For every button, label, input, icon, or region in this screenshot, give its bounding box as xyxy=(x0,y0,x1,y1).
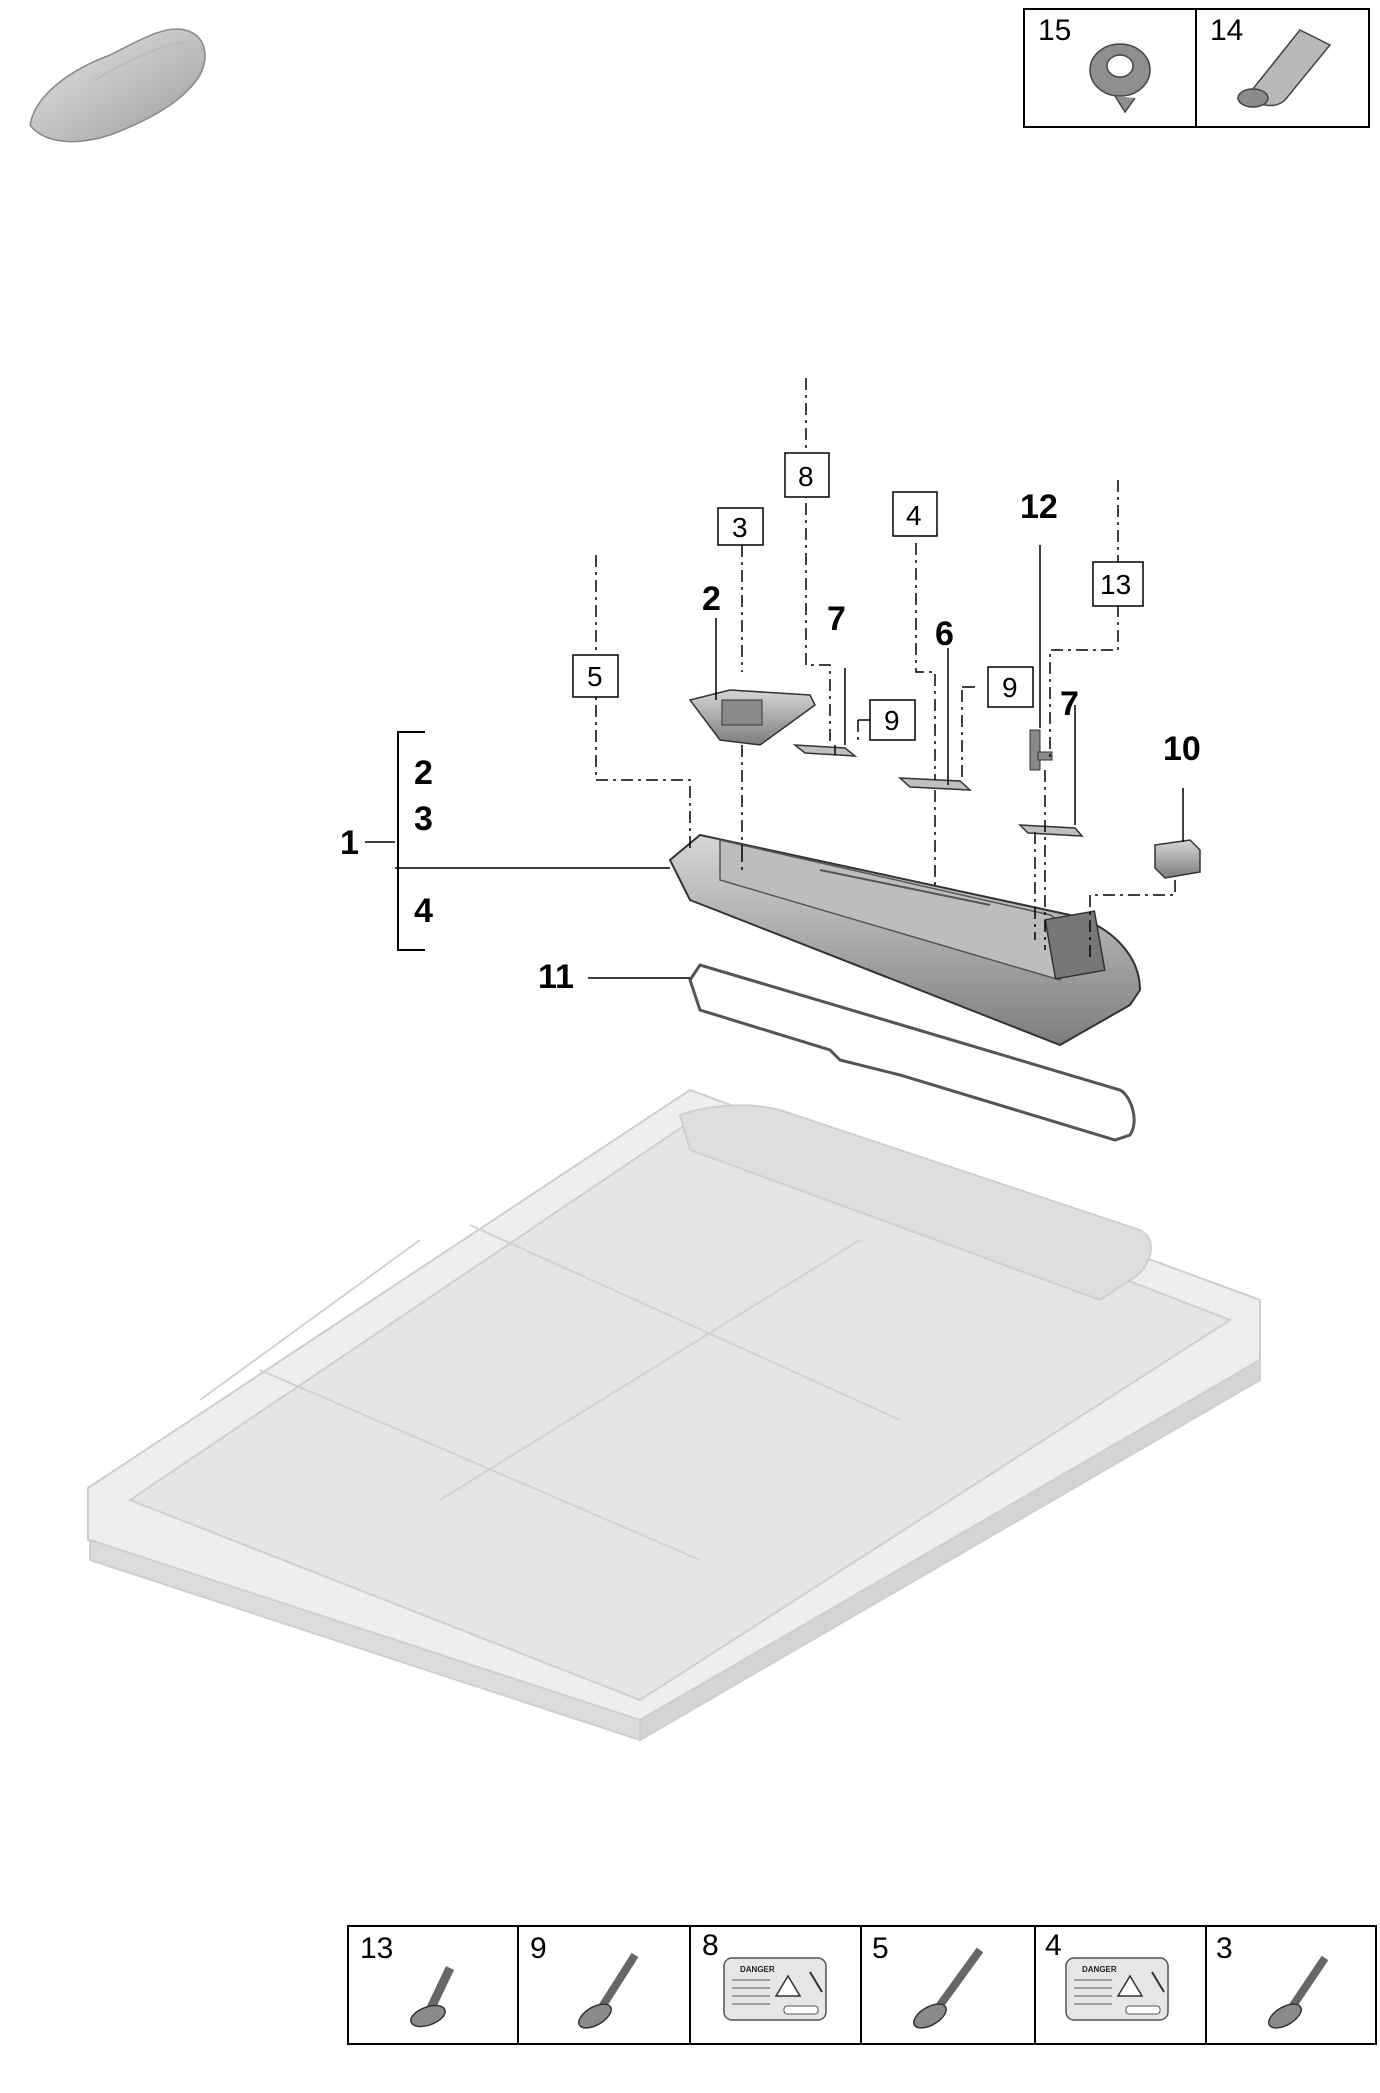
vehicle-icon xyxy=(29,28,206,143)
tape-roll-icon xyxy=(1089,43,1151,114)
bracket-item-4: 4 xyxy=(414,892,433,930)
bolt-icon xyxy=(913,1947,984,2029)
bolt-icon xyxy=(410,1966,455,2028)
callout-box-5: 5 xyxy=(572,654,619,698)
legend-cell-15: 15 xyxy=(1038,14,1151,114)
svg-text:9: 9 xyxy=(530,1932,547,1965)
battery-cover-assembly xyxy=(668,833,1142,1047)
warning-label-icon: DANGER xyxy=(723,1957,827,2021)
legend-cell-3: 3 xyxy=(1216,1932,1329,2029)
group-bracket: 1 2 3 4 xyxy=(340,731,433,951)
top-legend: 15 14 xyxy=(1023,8,1370,128)
bottom-legend: 13 9 8 DANGER xyxy=(347,1925,1377,2045)
connector-part xyxy=(1154,839,1201,879)
callout-7a: 7 xyxy=(827,600,846,638)
callout-1: 1 xyxy=(340,824,359,862)
callout-11: 11 xyxy=(538,958,574,996)
callout-box-9b: 9 xyxy=(987,666,1034,708)
solid-leaders xyxy=(365,545,1184,979)
callout-box-4: 4 xyxy=(892,491,938,537)
callout-10: 10 xyxy=(1163,730,1201,768)
bold-callouts: 2 7 6 12 7 10 11 xyxy=(538,488,1201,996)
grease-tube-icon xyxy=(1237,29,1332,108)
legend-cell-8: 8 DANGER xyxy=(702,1929,827,2021)
svg-text:13: 13 xyxy=(1100,569,1131,600)
callout-box-13: 13 xyxy=(1092,561,1144,607)
seal-gasket xyxy=(688,963,1136,1142)
svg-text:8: 8 xyxy=(798,461,814,492)
svg-text:5: 5 xyxy=(872,1932,889,1965)
bracket-item-2: 2 xyxy=(414,754,433,792)
bracket-item-3: 3 xyxy=(414,800,433,838)
svg-text:5: 5 xyxy=(587,661,603,692)
callout-2: 2 xyxy=(702,580,721,618)
svg-text:13: 13 xyxy=(360,1932,393,1965)
callout-12: 12 xyxy=(1020,488,1058,526)
svg-text:DANGER: DANGER xyxy=(740,1965,775,1974)
legend-cell-9: 9 xyxy=(530,1932,639,2029)
legend-cell-13: 13 xyxy=(360,1932,455,2028)
bolt-icon xyxy=(578,1952,639,2029)
bolt-icon xyxy=(1268,1955,1329,2029)
svg-text:DANGER: DANGER xyxy=(1082,1965,1117,1974)
callout-box-9a: 9 xyxy=(869,699,916,741)
callout-box-8: 8 xyxy=(784,452,830,498)
callout-box-3: 3 xyxy=(717,507,764,546)
warning-label-icon: DANGER xyxy=(1065,1957,1169,2021)
svg-text:4: 4 xyxy=(906,500,922,531)
svg-text:3: 3 xyxy=(1216,1932,1233,1965)
legend-cell-5: 5 xyxy=(872,1932,984,2029)
boxed-callouts: 3 8 4 13 5 9 9 xyxy=(572,452,1144,741)
svg-text:9: 9 xyxy=(1002,672,1018,703)
legend-cell-4: 4 DANGER xyxy=(1045,1929,1169,2021)
legend-num: 14 xyxy=(1210,14,1243,47)
control-module xyxy=(688,689,816,746)
svg-text:3: 3 xyxy=(732,512,748,543)
svg-text:8: 8 xyxy=(702,1929,719,1962)
svg-text:9: 9 xyxy=(884,705,900,736)
svg-text:4: 4 xyxy=(1045,1929,1062,1962)
callout-6: 6 xyxy=(935,615,954,653)
legend-cell-14: 14 xyxy=(1210,14,1332,108)
sensor-part xyxy=(1029,729,1053,771)
leader-lines xyxy=(595,378,1176,960)
legend-num: 15 xyxy=(1038,14,1071,47)
battery-housing xyxy=(87,1088,1261,1742)
callout-7b: 7 xyxy=(1060,685,1079,723)
